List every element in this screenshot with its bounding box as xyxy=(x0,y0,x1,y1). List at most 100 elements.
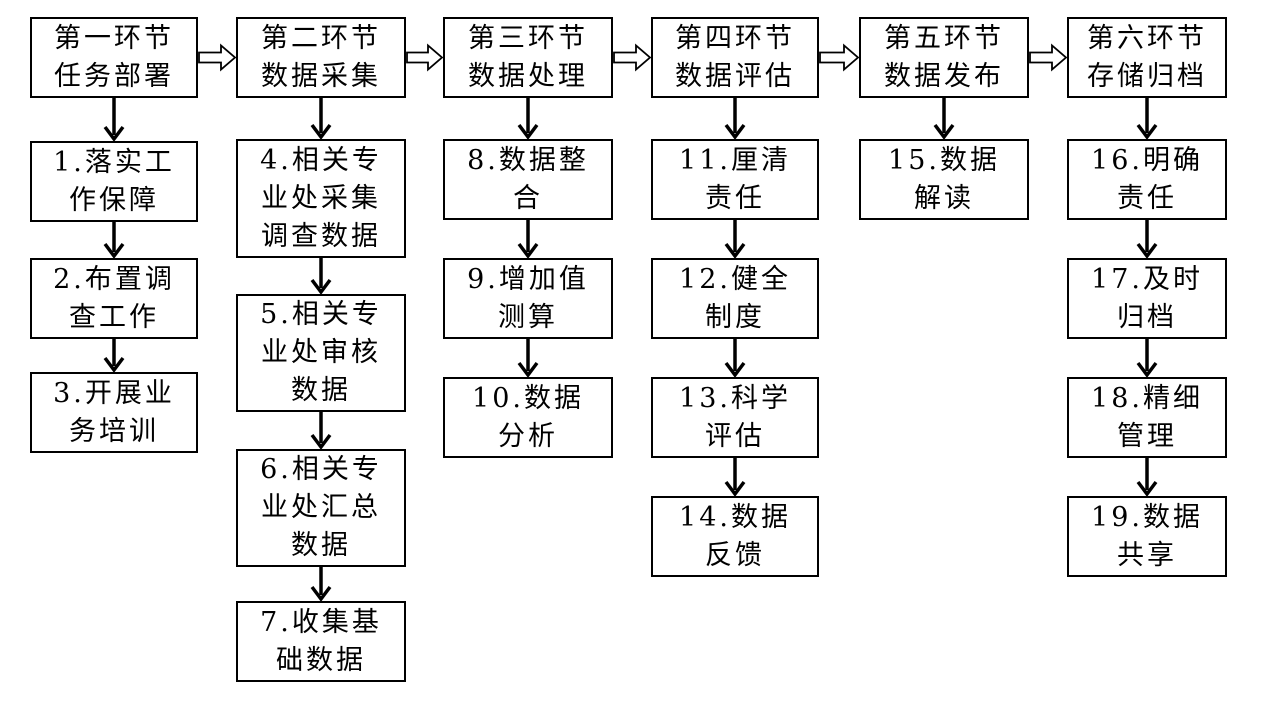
down-arrow-head xyxy=(724,480,746,497)
box-text-line: 3.开展业 xyxy=(53,377,175,409)
stage-header-6: 第六环节存储归档 xyxy=(1067,17,1227,98)
box-text-line: 调查数据 xyxy=(261,220,381,252)
step-box: 2.布置调查工作 xyxy=(30,258,198,339)
box-text-line: 12.健全 xyxy=(679,263,791,295)
step-box: 7.收集基础数据 xyxy=(236,601,406,682)
step-box: 12.健全制度 xyxy=(651,258,819,339)
box-text-line: 数据处理 xyxy=(468,60,588,92)
right-arrow-icon xyxy=(819,43,860,72)
box-text-line: 合 xyxy=(513,182,543,214)
box-text-line: 责任 xyxy=(705,182,765,214)
step-box: 18.精细管理 xyxy=(1067,377,1227,458)
box-text-line: 存储归档 xyxy=(1087,60,1207,92)
box-text-line: 8.数据整 xyxy=(467,144,589,176)
down-arrow-head xyxy=(1136,361,1158,378)
down-arrow-head xyxy=(310,278,332,295)
right-arrow-icon xyxy=(1029,43,1068,72)
box-text-line: 16.明确 xyxy=(1091,144,1203,176)
box-text-line: 第二环节 xyxy=(261,22,381,54)
step-box: 14.数据反馈 xyxy=(651,496,819,577)
box-text-line: 业处汇总 xyxy=(261,492,381,523)
box-text-line: 4.相关专 xyxy=(260,144,382,176)
down-arrow-head xyxy=(310,433,332,450)
box-text-line: 第六环节 xyxy=(1087,22,1207,54)
box-text-line: 第五环节 xyxy=(884,22,1004,54)
box-text-line: 数据采集 xyxy=(261,60,381,92)
box-text-line: 11.厘清 xyxy=(679,144,791,176)
box-text-line: 第四环节 xyxy=(675,22,795,54)
step-box: 9.增加值测算 xyxy=(443,258,613,339)
box-text-line: 14.数据 xyxy=(679,501,791,533)
step-box: 3.开展业务培训 xyxy=(30,372,198,453)
box-text-line: 业处审核 xyxy=(261,337,381,368)
box-text-line: 13.科学 xyxy=(679,382,791,414)
box-text-line: 础数据 xyxy=(276,644,366,676)
box-text-line: 6.相关专 xyxy=(260,454,382,485)
stage-header-2: 第二环节数据采集 xyxy=(236,17,406,98)
step-box: 17.及时归档 xyxy=(1067,258,1227,339)
stage-header-4: 第四环节数据评估 xyxy=(651,17,819,98)
down-arrow-head xyxy=(517,242,539,259)
box-text-line: 2.布置调 xyxy=(53,263,175,295)
down-arrow-head xyxy=(1136,123,1158,140)
right-arrow-icon xyxy=(198,43,237,72)
down-arrow-head xyxy=(103,356,125,373)
step-box: 4.相关专业处采集调查数据 xyxy=(236,139,406,258)
box-text-line: 责任 xyxy=(1117,182,1177,214)
step-box: 8.数据整合 xyxy=(443,139,613,220)
box-text-line: 务培训 xyxy=(69,415,159,447)
down-arrow-head xyxy=(724,242,746,259)
box-text-line: 18.精细 xyxy=(1091,382,1203,414)
down-arrow-head xyxy=(1136,242,1158,259)
down-arrow-head xyxy=(1136,480,1158,497)
stage-header-5: 第五环节数据发布 xyxy=(859,17,1029,98)
box-text-line: 测算 xyxy=(498,301,558,333)
box-text-line: 任务部署 xyxy=(54,60,174,92)
down-arrow-head xyxy=(103,125,125,142)
step-box: 5.相关专业处审核数据 xyxy=(236,294,406,412)
box-text-line: 数据发布 xyxy=(884,60,1004,92)
box-text-line: 第一环节 xyxy=(54,22,174,54)
box-text-line: 1.落实工 xyxy=(53,146,175,178)
step-box: 15.数据解读 xyxy=(859,139,1029,220)
stage-header-3: 第三环节数据处理 xyxy=(443,17,613,98)
box-text-line: 5.相关专 xyxy=(260,299,382,330)
down-arrow-head xyxy=(933,123,955,140)
box-text-line: 管理 xyxy=(1117,420,1177,452)
down-arrow-head xyxy=(517,361,539,378)
down-arrow-head xyxy=(517,123,539,140)
box-text-line: 反馈 xyxy=(705,539,765,571)
right-arrow-icon xyxy=(613,43,652,72)
box-text-line: 9.增加值 xyxy=(467,263,589,295)
step-box: 1.落实工作保障 xyxy=(30,141,198,222)
box-text-line: 数据 xyxy=(291,375,351,406)
box-text-line: 评估 xyxy=(705,420,765,452)
down-arrow-head xyxy=(310,585,332,602)
box-text-line: 共享 xyxy=(1117,539,1177,571)
box-text-line: 数据 xyxy=(291,530,351,561)
down-arrow-head xyxy=(724,123,746,140)
box-text-line: 17.及时 xyxy=(1091,263,1203,295)
box-text-line: 分析 xyxy=(498,420,558,452)
step-box: 11.厘清责任 xyxy=(651,139,819,220)
down-arrow-head xyxy=(103,242,125,259)
box-text-line: 制度 xyxy=(705,301,765,333)
box-text-line: 查工作 xyxy=(69,301,159,333)
box-text-line: 7.收集基 xyxy=(260,606,382,638)
box-text-line: 15.数据 xyxy=(888,144,1000,176)
box-text-line: 归档 xyxy=(1117,301,1177,333)
box-text-line: 10.数据 xyxy=(472,382,584,414)
box-text-line: 作保障 xyxy=(69,184,159,216)
step-box: 13.科学评估 xyxy=(651,377,819,458)
step-box: 19.数据共享 xyxy=(1067,496,1227,577)
step-box: 16.明确责任 xyxy=(1067,139,1227,220)
box-text-line: 第三环节 xyxy=(468,22,588,54)
down-arrow-head xyxy=(724,361,746,378)
box-text-line: 数据评估 xyxy=(675,60,795,92)
step-box: 6.相关专业处汇总数据 xyxy=(236,449,406,567)
step-box: 10.数据分析 xyxy=(443,377,613,458)
right-arrow-icon xyxy=(406,43,444,72)
down-arrow-head xyxy=(310,123,332,140)
